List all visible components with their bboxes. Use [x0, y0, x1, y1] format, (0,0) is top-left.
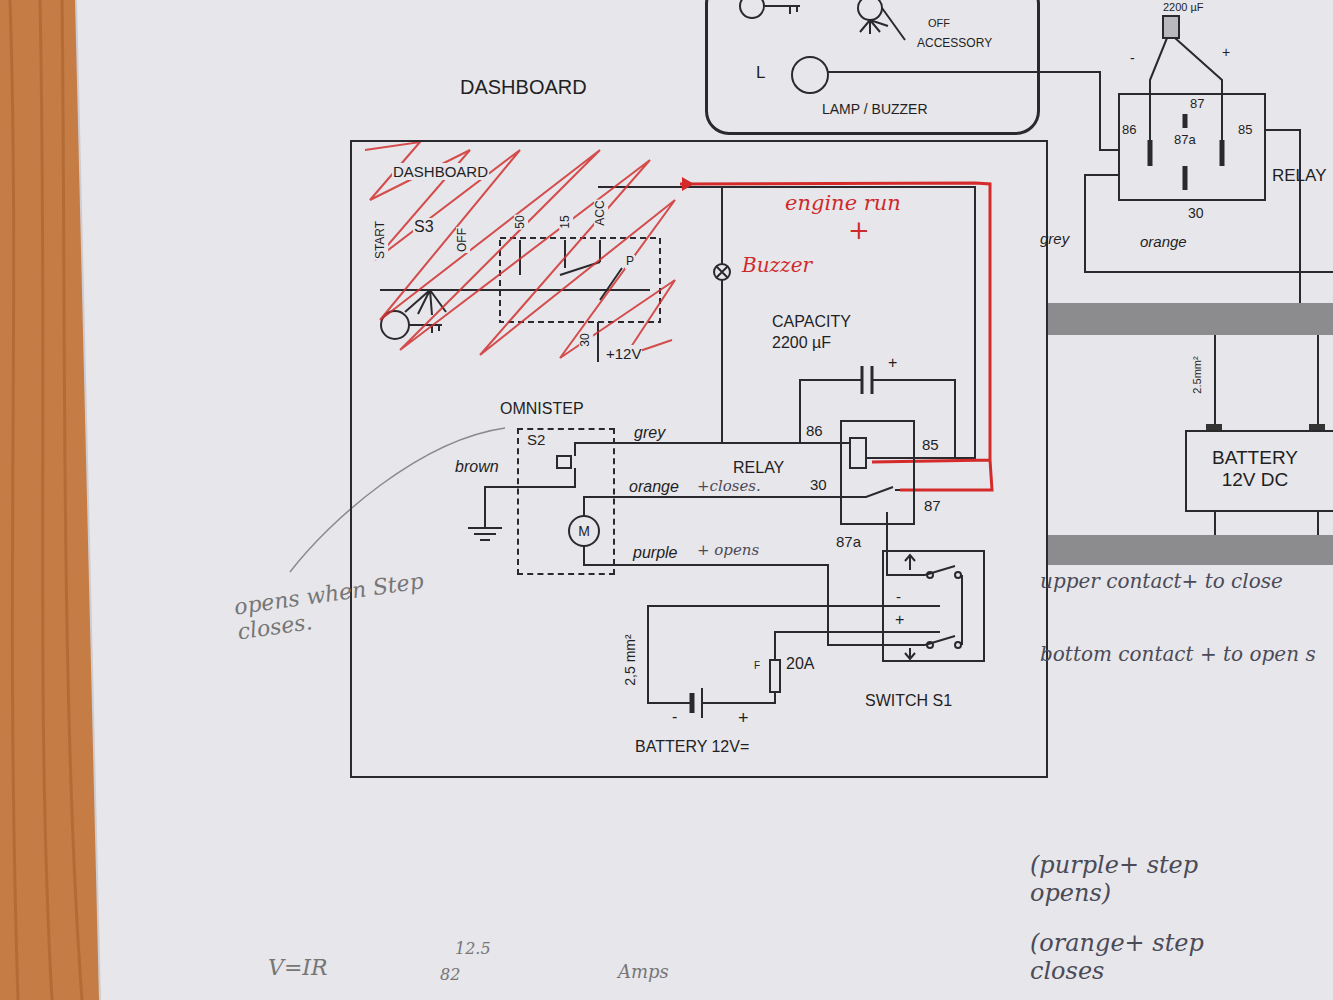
handwritten-note: Amps: [618, 962, 669, 983]
handwritten-note: upper contact+ to close: [1040, 570, 1283, 593]
diagram-label: +: [1222, 44, 1230, 60]
diagram-label: 87: [924, 497, 941, 514]
node-title: ACCESSORY: [917, 37, 992, 51]
diagram-label: 20A: [786, 655, 814, 673]
node-title: SWITCH S1: [865, 692, 952, 710]
relay-box: RELAY: [840, 420, 915, 525]
handwritten-note: +: [848, 216, 870, 246]
omnistep-box: OMNISTEP: [517, 428, 615, 575]
wire-connector: [1040, 72, 1118, 150]
diagram-label: 2,5 mm²: [622, 634, 638, 685]
diagram-label: START: [374, 220, 388, 260]
diagram-label: 87a: [836, 533, 861, 550]
diagram-label: 85: [922, 436, 939, 453]
handwritten-note: 82: [440, 966, 460, 984]
diagram-label: 87a: [1174, 133, 1196, 148]
handwritten-note: V=IR: [268, 955, 328, 980]
ignition-switch-box: OFF ACCESSORY LAMP / BUZZER: [705, 0, 1040, 135]
node-title: BATTERY 12V DC: [1205, 447, 1305, 491]
diagram-label: grey: [1040, 230, 1069, 247]
diagram-label: S2: [527, 431, 545, 448]
handwritten-note: (orange+ step closes: [1030, 930, 1220, 985]
diagram-label: CAPACITY: [772, 313, 851, 331]
diagram-label: 86: [806, 422, 823, 439]
diagram-label: 30: [579, 332, 593, 347]
wire-color-label: orange: [628, 478, 680, 496]
node-title: OFF: [928, 17, 950, 30]
diagram-label: 30: [1188, 205, 1204, 221]
diagram-label: -: [896, 588, 901, 605]
diagram-label: 2.5mm²: [1191, 356, 1204, 393]
handwritten-note: 12.5: [455, 940, 491, 958]
diagram-label: 87: [1190, 97, 1204, 112]
diagram-label: orange: [1140, 233, 1187, 250]
diagram-label: BATTERY 12V=: [635, 738, 749, 756]
node-title: LAMP / BUZZER: [822, 101, 928, 117]
diagram-label: F: [754, 660, 760, 672]
handwritten-note: (purple+ step opens): [1030, 852, 1200, 907]
diagram-label: ACC: [594, 199, 608, 226]
diagram-label: 2200 µF: [772, 334, 831, 352]
diagram-label: 15: [559, 214, 573, 229]
diagram-label: OFF: [456, 227, 470, 253]
node-title: RELAY: [733, 459, 784, 477]
handwritten-note: +closes.: [697, 478, 761, 495]
wire-connector: [615, 565, 882, 645]
diagram-label: M: [578, 523, 590, 539]
handwritten-note: bottom contact + to open s: [1040, 643, 1316, 666]
handwritten-note: opens when Step closes.: [233, 566, 448, 645]
diagram-label: +12V: [605, 345, 642, 362]
node-title: RELAY: [1272, 166, 1327, 186]
diagram-label: +: [895, 611, 904, 629]
wire-color-label: grey: [633, 424, 666, 442]
diagram-label: S3: [413, 218, 435, 236]
diagram-label: +: [888, 354, 897, 372]
node-title: OMNISTEP: [500, 400, 584, 418]
diagram-label: -: [672, 708, 677, 726]
node-title: DASHBOARD: [392, 163, 489, 180]
diagram-label: 85: [1238, 123, 1252, 138]
diagram-label: 2200 µF: [1163, 1, 1204, 14]
diagram-label: +: [738, 708, 749, 729]
diagram-label: -: [1130, 50, 1135, 66]
wire-color-label: purple: [632, 544, 678, 562]
battery-box: BATTERY 12V DC: [1185, 430, 1333, 512]
wire-connector: [886, 525, 888, 550]
handwritten-note: engine run: [785, 191, 901, 215]
handwritten-note: + opens: [697, 542, 759, 559]
diagram-label: L: [756, 63, 765, 83]
diagram-label: DASHBOARD: [460, 76, 587, 99]
diagram-label: 86: [1122, 123, 1136, 138]
wiring-frame: DASHBOARD OMNISTEP RELAY SWITCH S1: [350, 140, 1048, 778]
diagram-label: brown: [455, 458, 499, 476]
handwritten-note: Buzzer: [742, 254, 812, 277]
diagram-label: 30: [810, 476, 827, 493]
diagram-label: 50: [514, 214, 528, 229]
diagram-label: P: [625, 255, 635, 269]
switch-box: SWITCH S1: [882, 550, 985, 662]
